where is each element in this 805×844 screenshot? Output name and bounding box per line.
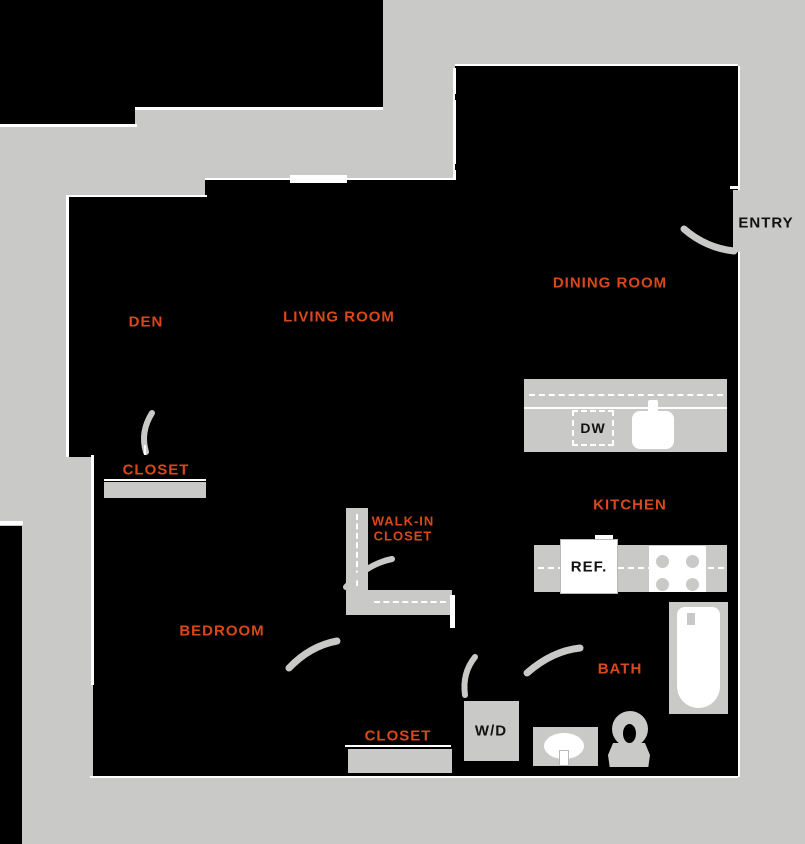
kitchen-sink: [632, 411, 674, 449]
room-label-bedroom: BEDROOM: [179, 622, 265, 640]
room-label-walkin-line1: WALK-IN: [371, 513, 435, 529]
dishwasher-label: DW: [580, 420, 606, 436]
dishwasher: [572, 410, 614, 446]
upper-cabinet-dashed-line: [529, 394, 723, 396]
kitchen-counter: [524, 379, 727, 452]
closet-rod-dashed: [356, 514, 358, 586]
bedroom-door-arc: [285, 637, 341, 672]
building-mass-top-left-step: [0, 0, 135, 125]
room-label-walkin-line2: CLOSET: [373, 528, 433, 544]
counter-dashed-line: [538, 567, 724, 569]
wall-highlight: [91, 455, 94, 685]
refrigerator-label: REF.: [570, 558, 608, 576]
wall-highlight: [66, 197, 69, 457]
entry-door-opening: [733, 190, 740, 252]
ref-top-tick: [595, 535, 613, 540]
wall-highlight: [66, 195, 207, 197]
den-closet-shelf: [104, 482, 206, 498]
walkin-door-arc: [343, 556, 395, 590]
room-label-bedroom-closet: CLOSET: [364, 727, 432, 745]
washer-dryer: [464, 701, 519, 761]
room-bedroom: [93, 455, 205, 777]
toilet-bowl-hole: [623, 724, 636, 743]
window-opening: [290, 175, 347, 183]
bath-door-arc: [523, 644, 584, 677]
wall-highlight: [135, 107, 383, 110]
wall-highlight: [453, 68, 456, 180]
stove-burner: [686, 578, 699, 591]
room-label-living: LIVING ROOM: [283, 308, 395, 326]
wall-highlight: [738, 252, 740, 777]
washer-dryer-label: W/D: [474, 722, 508, 740]
stove-burner: [656, 578, 669, 591]
stove-burner: [656, 555, 669, 568]
wall-highlight: [738, 66, 740, 190]
room-label-den-closet: CLOSET: [122, 461, 190, 479]
wall-highlight: [730, 186, 739, 189]
entry-label: ENTRY: [738, 214, 794, 232]
wall-highlight: [90, 776, 738, 778]
wall-highlight: [0, 124, 137, 127]
wall-highlight: [0, 521, 23, 525]
door-frame-tick: [455, 164, 459, 170]
bedroom-closet-shelf: [348, 749, 452, 773]
wall-highlight: [455, 64, 738, 66]
counter-edge-line: [524, 407, 727, 409]
room-den: [68, 197, 207, 457]
room-label-bath: BATH: [597, 660, 643, 678]
bath-wall-stub: [450, 595, 455, 628]
toilet-base: [608, 743, 650, 767]
entry-door-arc: [680, 225, 738, 255]
bathtub-faucet: [687, 613, 695, 625]
closet-rod-dashed: [374, 601, 446, 603]
building-mass-bottom-left: [0, 526, 22, 844]
closet-rod-line: [104, 479, 206, 481]
bath-faucet: [559, 750, 569, 766]
kitchen-faucet: [648, 400, 658, 416]
laundry-door-arc: [461, 654, 478, 698]
stove-burner: [686, 555, 699, 568]
closet-rod-line: [345, 745, 451, 747]
room-label-den: DEN: [128, 313, 164, 331]
room-living: [205, 180, 455, 777]
refrigerator: [560, 539, 618, 594]
door-frame-tick: [455, 94, 459, 100]
room-label-dining: DINING ROOM: [552, 274, 668, 292]
room-label-kitchen: KITCHEN: [593, 496, 667, 514]
bathtub: [677, 607, 720, 708]
